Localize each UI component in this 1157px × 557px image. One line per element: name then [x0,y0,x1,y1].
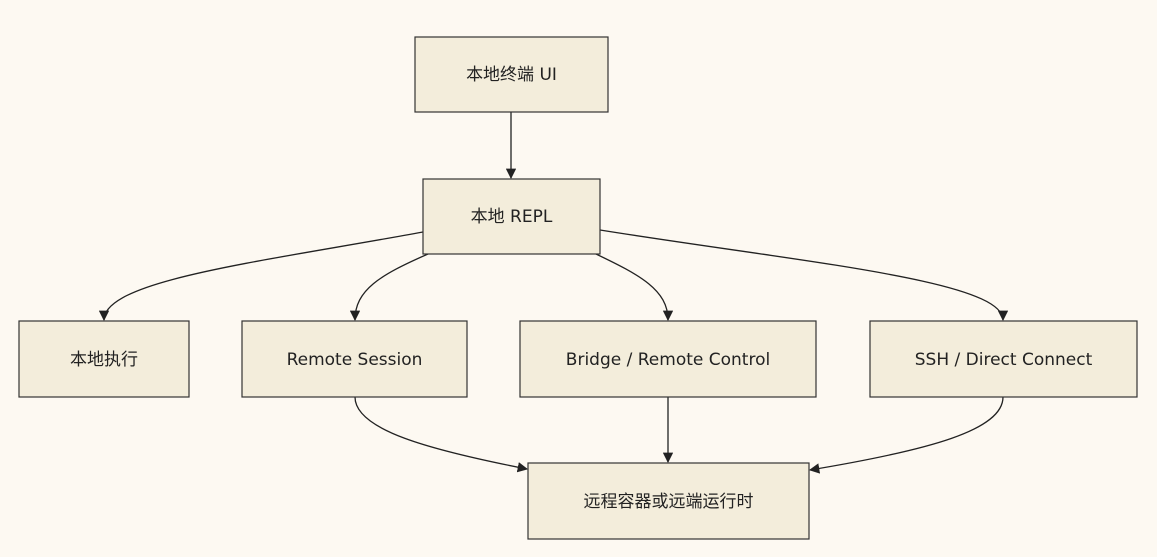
node-remote-runtime: 远程容器或远端运行时 [527,462,810,540]
node-bridge-remote-control: Bridge / Remote Control [519,320,817,398]
node-label: 本地执行 [70,350,138,370]
edge-repl-to-local-exec [98,231,424,322]
edge-ssh-to-runtime [808,396,1004,474]
node-label: Bridge / Remote Control [566,350,770,370]
edge-repl-to-remote-session [349,253,429,322]
node-label: 本地 REPL [471,207,553,227]
node-ssh-direct-connect: SSH / Direct Connect [869,320,1138,398]
node-label: 远程容器或远端运行时 [584,492,754,512]
edge-repl-to-ssh [599,229,1009,322]
node-label: 本地终端 UI [466,65,557,85]
edge-repl-to-bridge [595,253,674,322]
node-terminal-ui: 本地终端 UI [414,36,609,113]
node-label: SSH / Direct Connect [915,350,1093,370]
node-local-repl: 本地 REPL [422,178,601,255]
node-remote-session: Remote Session [241,320,468,398]
node-local-exec: 本地执行 [18,320,190,398]
edges [98,112,1009,474]
node-label: Remote Session [287,350,423,370]
edge-remote-session-to-runtime [354,396,529,473]
